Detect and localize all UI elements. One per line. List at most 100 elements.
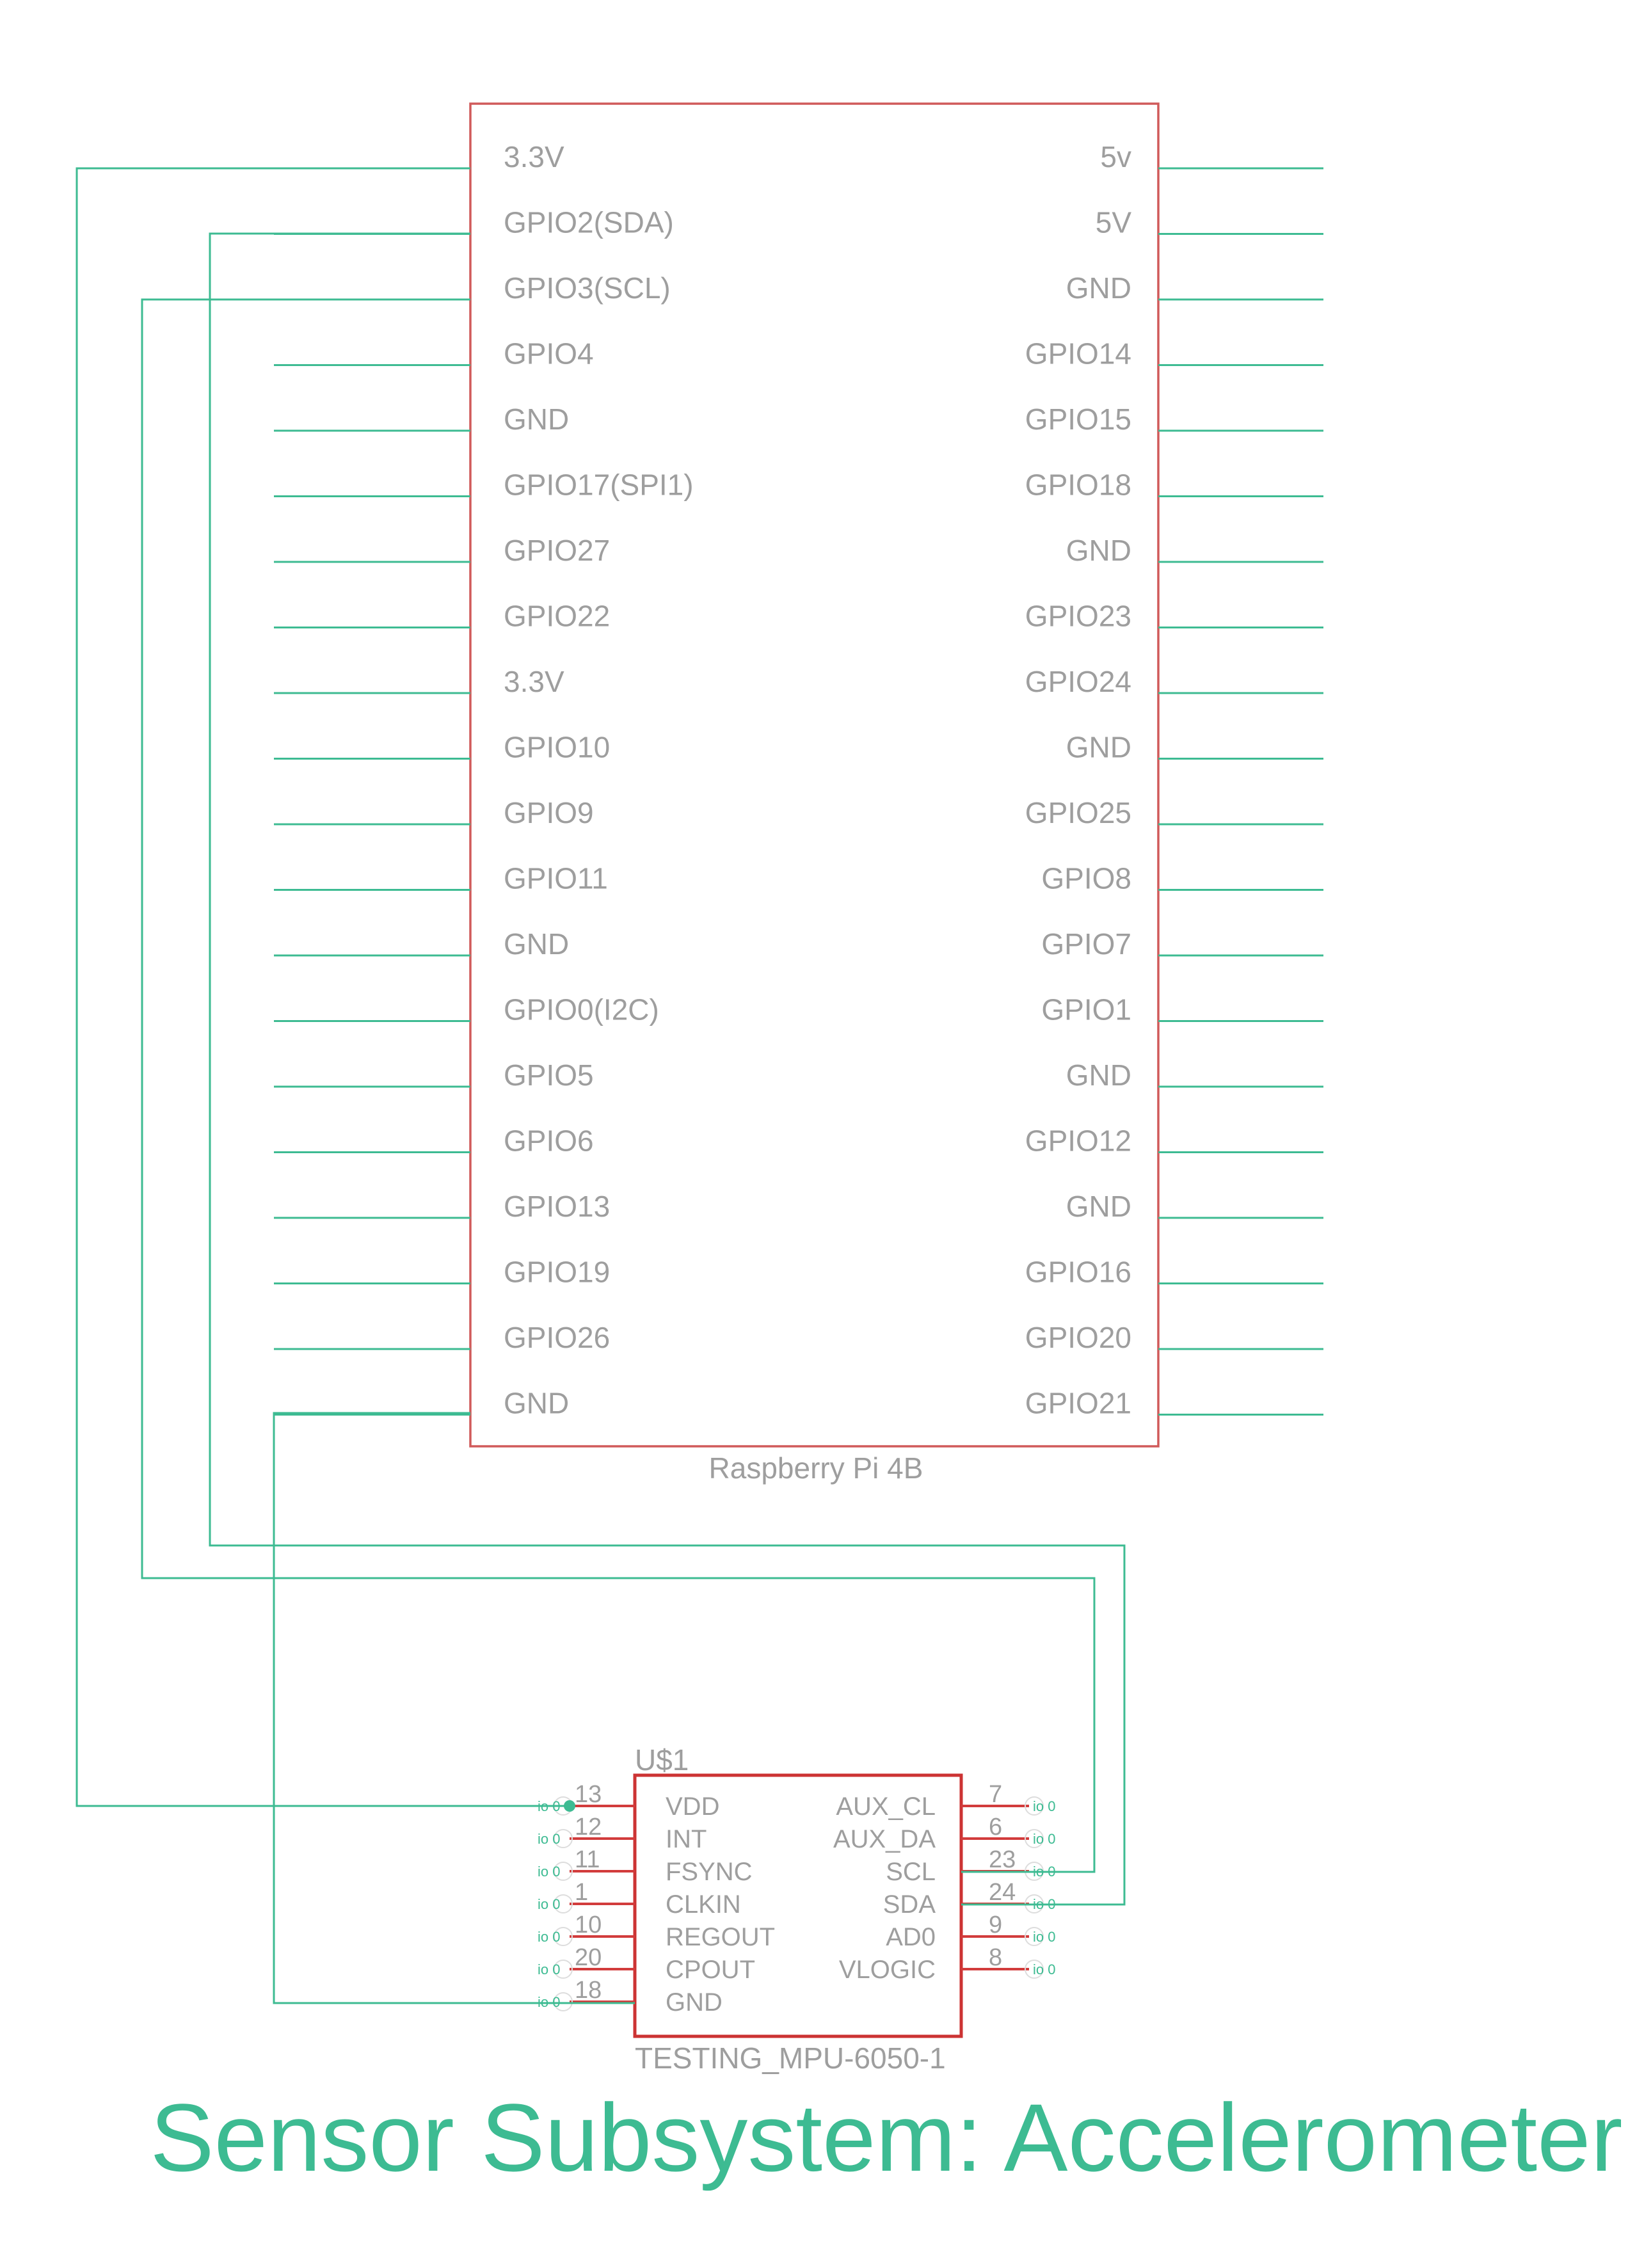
pi-right-pin-label: GND <box>1066 1190 1131 1223</box>
pi-right-pin-label: 5v <box>1100 140 1131 173</box>
mpu-right-pin-name: AUX_CL <box>836 1793 936 1821</box>
mpu-io-label: io 0 <box>1033 1798 1055 1814</box>
mpu-io-label: io 0 <box>538 1961 560 1977</box>
pi-right-pin-label: GPIO12 <box>1025 1124 1131 1158</box>
pi-right-pin-label: GPIO23 <box>1025 600 1131 633</box>
mpu-io-marker <box>554 1992 573 2011</box>
mpu-left-pin-number: 12 <box>575 1814 602 1841</box>
pi-left-pin-label: GPIO27 <box>504 534 610 567</box>
pi-right-pins: 5v5VGNDGPIO14GPIO15GPIO18GNDGPIO23GPIO24… <box>1025 140 1323 1420</box>
wire-3v3-to-vdd <box>76 167 570 1807</box>
mpu-right-pin-name: AD0 <box>886 1923 936 1951</box>
pi-left-pin-label: GPIO3(SCL) <box>504 271 671 305</box>
mpu-io-marker <box>1025 1796 1044 1816</box>
pi-right-pin-label: GPIO15 <box>1025 403 1131 436</box>
mpu-io-marker <box>1025 1960 1044 1979</box>
pi-left-pin-label: GND <box>504 403 569 436</box>
pi-left-pin-label: GPIO22 <box>504 600 610 633</box>
mpu-right-pin-number: 7 <box>989 1781 1002 1808</box>
mpu-io-marker <box>554 1927 573 1946</box>
pi-left-pin-label: GPIO4 <box>504 337 594 371</box>
pi-right-pin-label: GND <box>1066 271 1131 305</box>
mpu-ref-label: U$1 <box>635 1743 689 1777</box>
mpu-io-label: io 0 <box>1033 1831 1055 1847</box>
mpu-left-pin-number: 1 <box>575 1879 588 1906</box>
pi-left-pin-label: GPIO5 <box>504 1058 594 1092</box>
mpu-right-pin-number: 24 <box>989 1879 1016 1906</box>
pi-left-pin-label: GPIO17(SPI1) <box>504 468 694 502</box>
pi-right-pin-label: GPIO14 <box>1025 337 1131 371</box>
pi-right-pin-label: GPIO1 <box>1041 993 1131 1026</box>
mpu6050-outline <box>633 1773 963 2038</box>
pi-right-pin-label: GPIO7 <box>1041 927 1131 961</box>
mpu-left-pin-name: CPOUT <box>666 1956 755 1984</box>
mpu-io-marker <box>554 1894 573 1913</box>
wire-gnd <box>273 1412 635 2004</box>
raspberry-pi-outline <box>469 102 1160 1448</box>
pi-right-pin-label: GND <box>1066 534 1131 567</box>
mpu-right-pin-number: 23 <box>989 1846 1016 1873</box>
pi-left-pin-label: 3.3V <box>504 665 564 698</box>
mpu-io-label: io 0 <box>538 1929 560 1945</box>
mpu-io-marker <box>554 1862 573 1881</box>
mpu-name: TESTING_MPU-6050-1 <box>635 2041 946 2075</box>
pi-left-pin-label: GPIO26 <box>504 1321 610 1354</box>
pi-left-pin-label: GPIO19 <box>504 1256 610 1289</box>
junction-dot-vdd <box>564 1800 575 1812</box>
mpu-right-pin-name: VLOGIC <box>839 1956 936 1984</box>
mpu-right-pin-name: SCL <box>886 1858 936 1886</box>
pi-right-pin-label: GND <box>1066 1058 1131 1092</box>
mpu-io-label: io 0 <box>538 1864 560 1880</box>
mpu-io-marker <box>1025 1927 1044 1946</box>
pi-right-pin-label: GND <box>1066 731 1131 764</box>
mpu-right-pin-number: 9 <box>989 1912 1002 1938</box>
pi-left-pin-label: GPIO9 <box>504 796 594 829</box>
pi-right-pin-label: GPIO16 <box>1025 1256 1131 1289</box>
pi-right-pin-label: GPIO20 <box>1025 1321 1131 1354</box>
mpu-left-pin-name: FSYNC <box>666 1858 753 1886</box>
mpu-left-pin-number: 13 <box>575 1781 602 1808</box>
pi-left-pin-label: 3.3V <box>504 140 564 173</box>
pi-right-pin-label: 5V <box>1096 206 1132 239</box>
mpu-io-marker <box>1025 1829 1044 1848</box>
pi-left-pin-label: GPIO13 <box>504 1190 610 1223</box>
wire-sda <box>209 232 1126 1906</box>
mpu-left-pin-name: GND <box>666 1988 723 2016</box>
mpu-io-marker <box>554 1829 573 1848</box>
mpu-left-pin-name: VDD <box>666 1793 719 1821</box>
mpu-left-pin-number: 18 <box>575 1977 602 2004</box>
mpu-io-label: io 0 <box>1033 1961 1055 1977</box>
mpu-io-label: io 0 <box>1033 1929 1055 1945</box>
pi-left-pin-label: GPIO6 <box>504 1124 594 1158</box>
mpu-left-pin-name: INT <box>666 1825 707 1853</box>
pi-right-pin-label: GPIO8 <box>1041 862 1131 895</box>
pi-left-pin-label: GND <box>504 1387 569 1420</box>
diagram-title: Sensor Subsystem: Accelerometer <box>150 2084 1623 2191</box>
mpu-right-pin-number: 6 <box>989 1814 1002 1841</box>
pi-right-pin-label: GPIO24 <box>1025 665 1131 698</box>
mpu-left-pin-number: 10 <box>575 1912 602 1938</box>
pi-left-pin-label: GPIO2(SDA) <box>504 206 674 239</box>
mpu-left-pin-number: 11 <box>575 1846 600 1873</box>
pi-left-pin-label: GPIO0(I2C) <box>504 993 659 1026</box>
pi-left-pin-label: GND <box>504 927 569 961</box>
pi-left-pin-label: GPIO10 <box>504 731 610 764</box>
mpu-right-pin-number: 8 <box>989 1944 1002 1971</box>
mpu-io-label: io 0 <box>538 1831 560 1847</box>
mpu-right-pin-name: AUX_DA <box>833 1825 936 1853</box>
pi-left-pin-label: GPIO11 <box>504 862 608 895</box>
mpu-left-pins: io 0 13 VDD io 0 12 INT io 0 11 FSYNC io 0 1 CLKIN i… <box>538 1781 775 2016</box>
mpu-left-pin-name: CLKIN <box>666 1890 741 1919</box>
pi-right-pin-label: GPIO18 <box>1025 468 1131 502</box>
pi-right-pin-label: GPIO21 <box>1025 1387 1131 1420</box>
mpu-left-pin-number: 20 <box>575 1944 602 1971</box>
mpu-io-label: io 0 <box>538 1896 560 1912</box>
mpu-left-pin-name: REGOUT <box>666 1923 775 1951</box>
mpu-right-pin-name: SDA <box>883 1890 936 1919</box>
wire-scl <box>141 298 1096 1873</box>
pi-right-pin-label: GPIO25 <box>1025 796 1131 829</box>
mpu-io-marker <box>554 1960 573 1979</box>
